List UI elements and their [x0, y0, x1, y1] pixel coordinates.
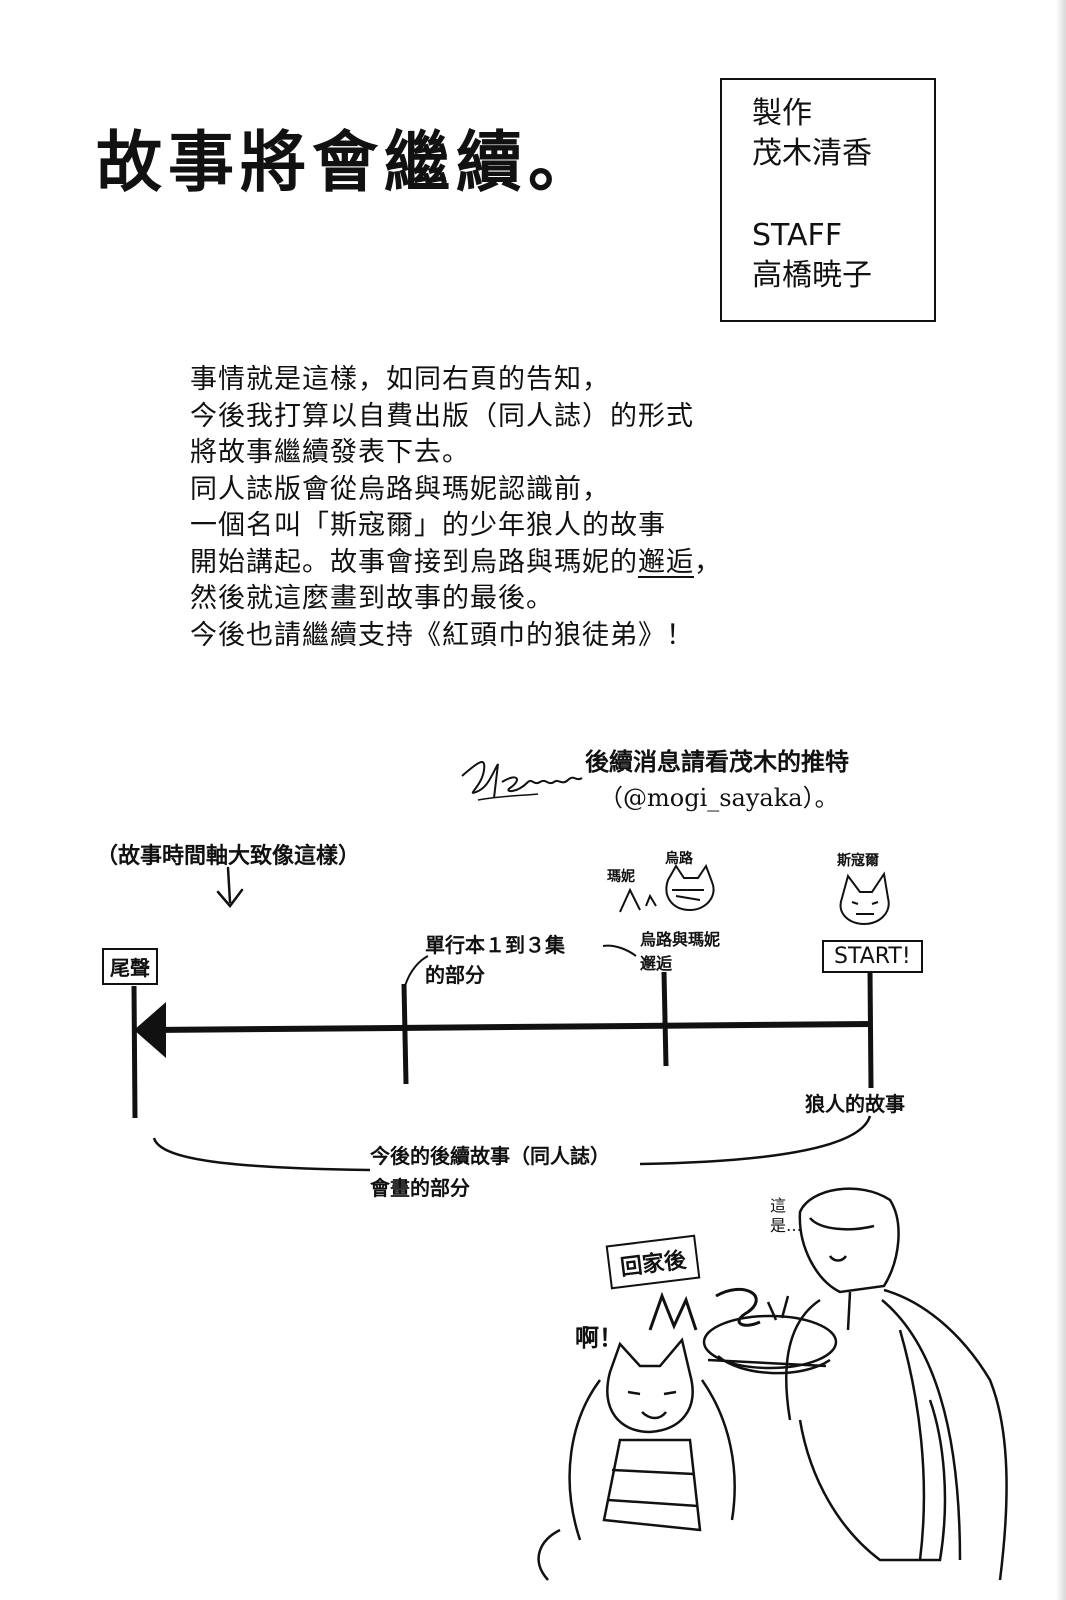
author-signature	[461, 761, 583, 801]
timeline-meet-label: 烏路與瑪妮 邂逅	[640, 930, 721, 973]
post-start	[867, 969, 874, 1089]
future-brace	[152, 1115, 872, 1172]
comic-girl-doodle	[537, 1337, 736, 1581]
roast-dish-doodle	[702, 1295, 838, 1375]
timeline-wolf-story-label: 狼人的故事	[805, 1092, 905, 1116]
credit-staff-name: 高橋暁子	[752, 258, 872, 293]
message-line: 事情就是這樣，如同右頁的告知，	[190, 364, 610, 395]
timeline-start-label: START!	[822, 940, 923, 973]
leader-meet	[602, 944, 637, 957]
twitter-notice-text: 後續消息請看茂木的推特	[585, 747, 849, 776]
timeline-end-label: 尾聲	[102, 948, 158, 985]
shock-squiggle	[648, 1287, 761, 1331]
char-label-sk: 斯寇爾	[837, 853, 879, 869]
char-label-wu: 烏路	[665, 851, 693, 867]
author-message: 事情就是這樣，如同右頁的告知， 今後我打算以自費出版（同人誌）的形式 將故事繼續…	[190, 362, 722, 654]
message-line: 一個名叫「斯寇爾」的少年狼人的故事	[190, 510, 666, 541]
comic-exclaim: 啊！	[575, 1323, 623, 1352]
comic-speech: 這是…	[770, 1196, 803, 1235]
credit-production-label: 製作	[752, 96, 812, 131]
message-line: 開始講起。故事會接到烏路與瑪妮的邂逅，	[190, 546, 722, 578]
post-volumes	[401, 983, 409, 1085]
leader-volumes	[404, 955, 429, 987]
message-line: 今後我打算以自費出版（同人誌）的形式	[190, 400, 694, 432]
doodle-wu-and-mani	[619, 863, 715, 913]
timeline-arrowhead	[134, 1002, 166, 1058]
timeline-future-label: 今後的後續故事（同人誌） 會畫的部分	[370, 1144, 610, 1200]
timeline-axis	[149, 1021, 873, 1033]
post-meet	[661, 971, 669, 1067]
credit-production-name: 茂木清香	[752, 136, 872, 171]
message-line: 然後就這麼畫到故事的最後。	[190, 583, 554, 614]
twitter-handle: （@mogi_sayaka）。	[599, 784, 839, 812]
message-line: 將故事繼續發表下去。	[190, 437, 470, 468]
credits-box: 製作 茂木清香 STAFF 高橋暁子	[720, 78, 936, 322]
message-line: 同人誌版會從烏路與瑪妮認識前，	[190, 473, 610, 505]
comic-boy-doodle	[785, 1187, 1008, 1581]
message-line: 今後也請繼續支持《紅頭巾的狼徒弟》！	[190, 619, 694, 651]
timeline-caption: （故事時間軸大致像這樣）	[96, 843, 361, 869]
char-label-mani: 瑪妮	[607, 869, 635, 885]
page-title: 故事將會繼續。	[96, 124, 600, 201]
post-end	[131, 985, 138, 1119]
underlined-word: 邂逅	[638, 546, 694, 578]
credit-staff-label: STAFF	[752, 218, 843, 253]
twitter-notice: 後續消息請看茂木的推特 （@mogi_sayaka）。	[585, 744, 849, 816]
page-edge-shadow	[1056, 0, 1066, 1600]
down-arrow-icon	[216, 866, 244, 908]
doodle-sk	[839, 871, 890, 926]
timeline-volumes-label: 單行本１到３集 的部分	[425, 933, 565, 987]
